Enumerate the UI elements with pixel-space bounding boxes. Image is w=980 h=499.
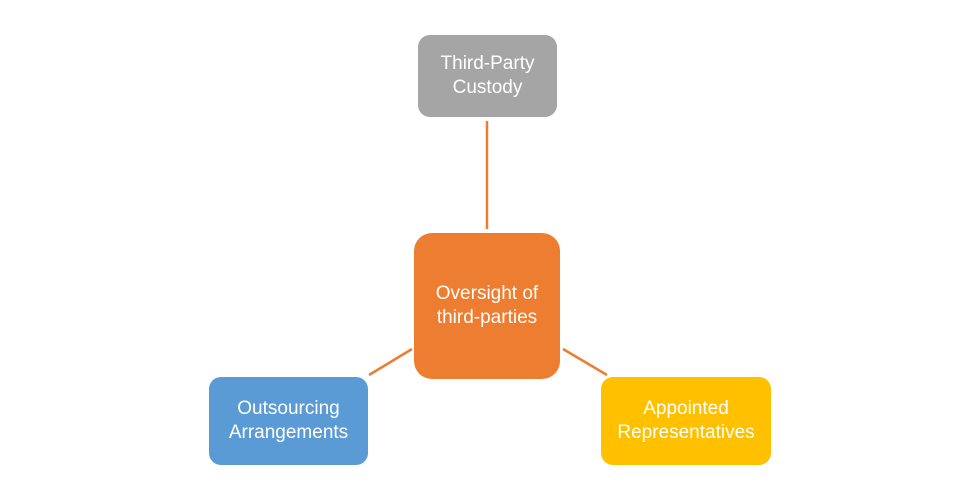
connector-left	[368, 347, 413, 377]
node-label-appointed: Appointed Representatives	[617, 398, 755, 443]
node-label-third-party-custody: Third-Party Custody	[440, 53, 535, 98]
node-oversight-center: Oversight of third-parties	[414, 233, 560, 379]
node-label-oversight: Oversight of third-parties	[435, 283, 539, 328]
node-label-outsourcing: Outsourcing Arrangements	[228, 398, 349, 443]
node-third-party-custody: Third-Party Custody	[418, 35, 557, 117]
node-outsourcing-arrangements: Outsourcing Arrangements	[209, 377, 368, 465]
node-appointed-representatives: Appointed Representatives	[601, 377, 771, 465]
connector-right	[562, 347, 608, 377]
